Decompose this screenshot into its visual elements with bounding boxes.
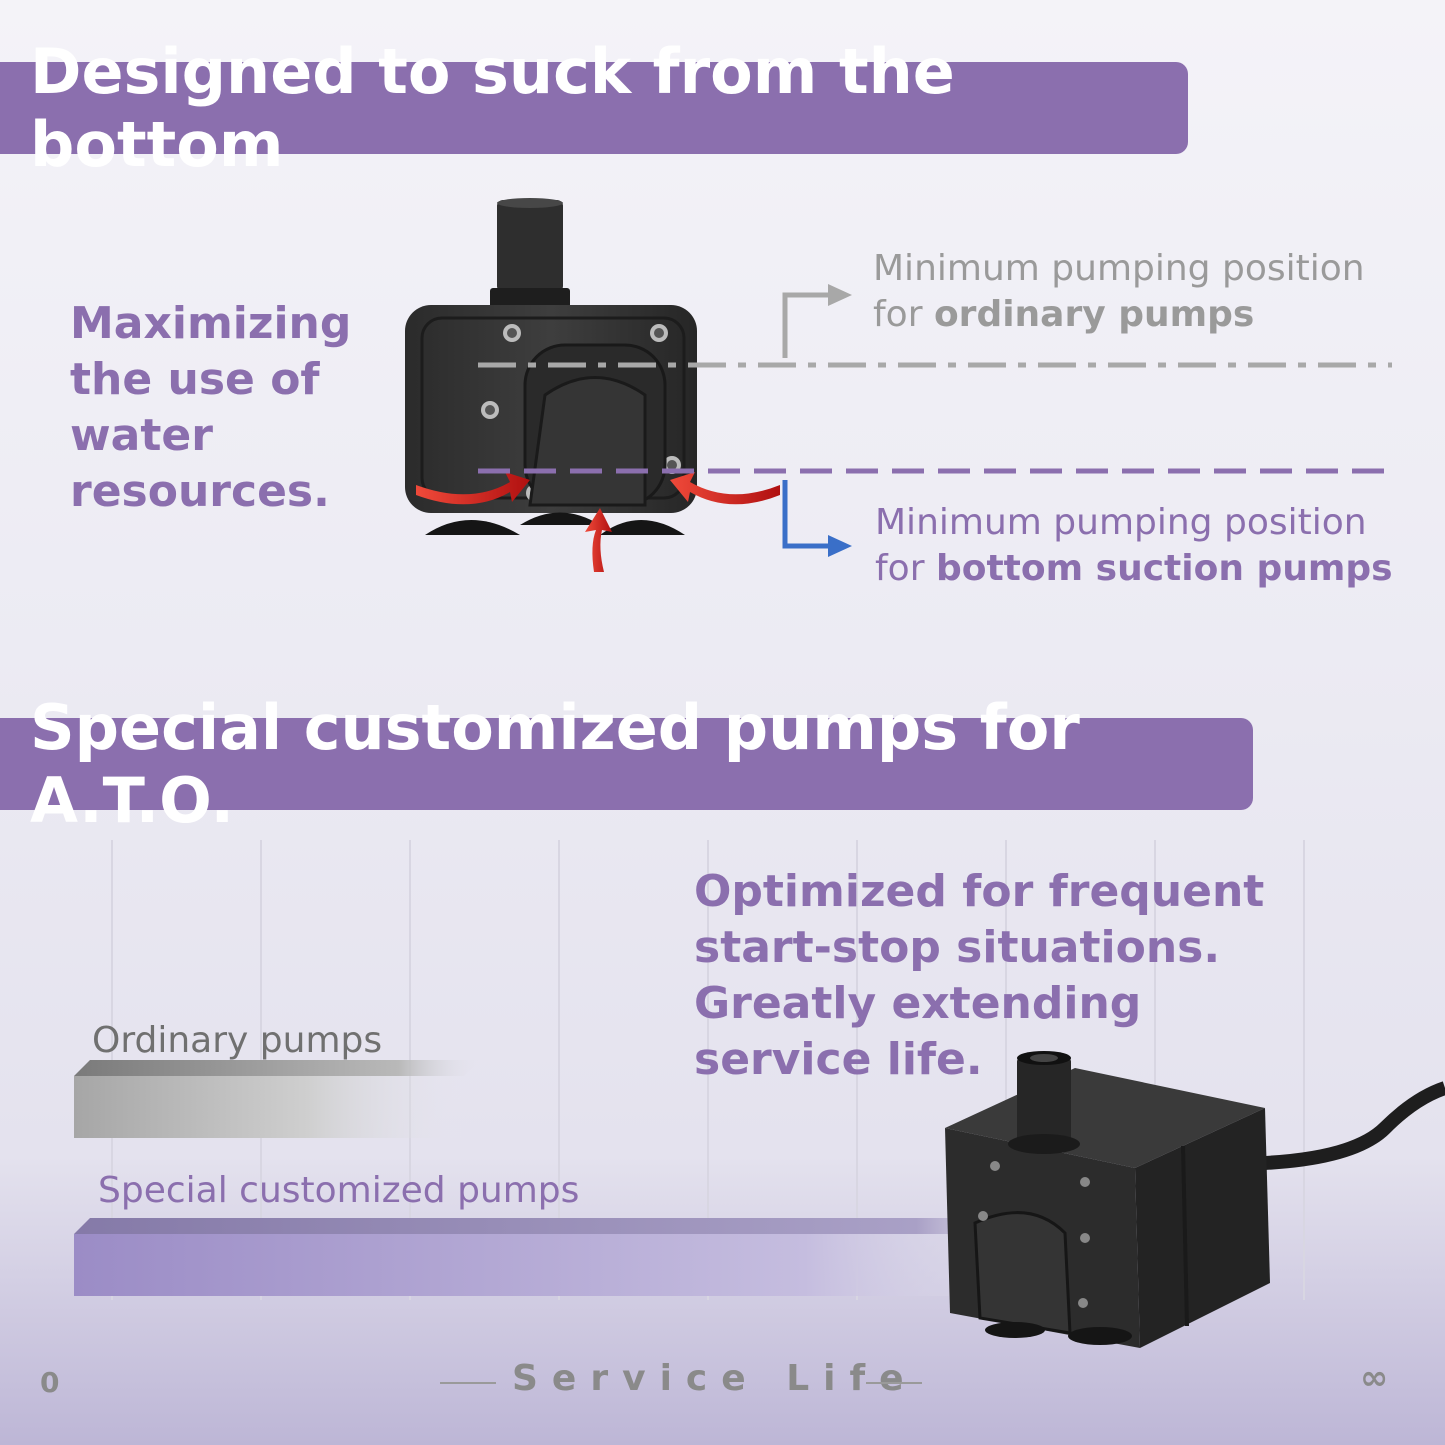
bar-top-face <box>74 1218 1065 1234</box>
bar-0 <box>74 1076 464 1138</box>
water-use-line: Maximizing <box>70 298 352 349</box>
axis-min-label: 0 <box>40 1366 60 1399</box>
optimized-line: service life. <box>694 1034 983 1085</box>
axis-title-dash-right <box>866 1382 922 1384</box>
axis-max-label: ∞ <box>1360 1358 1389 1398</box>
label-bold: ordinary pumps <box>933 294 1255 335</box>
section-title-text: Designed to suck from the bottom <box>30 35 955 181</box>
label-line: for bottom suction pumps <box>875 546 1393 592</box>
optimized-line: start-stop situations. <box>694 922 1221 973</box>
optimized-line: Optimized for frequent <box>694 866 1265 917</box>
optimized-text: Optimized for frequent start-stop situat… <box>694 864 1314 1088</box>
label-line: Minimum pumping position <box>875 502 1367 543</box>
bar-top-face <box>74 1060 480 1076</box>
label-line: Minimum pumping position <box>873 248 1365 289</box>
water-use-line: water <box>70 410 213 461</box>
water-use-line: the use of <box>70 354 320 405</box>
ordinary-pumps-label: Ordinary pumps <box>92 1020 383 1061</box>
axis-title: Service Life <box>512 1358 918 1399</box>
section-title-text: Special customized pumps for A.T.O. <box>30 691 1080 837</box>
section-title-bottom-suction: Designed to suck from the bottom <box>0 35 1188 181</box>
label-bold: bottom suction pumps <box>935 548 1393 589</box>
bottom-suction-label: Minimum pumping position for bottom suct… <box>875 500 1393 592</box>
water-use-text: Maximizing the use of water resources. <box>70 296 390 520</box>
axis-title-dash-left <box>440 1382 496 1384</box>
special-pumps-label: Special customized pumps <box>98 1170 580 1211</box>
label-prefix: for <box>873 294 934 335</box>
service-life-chart <box>74 840 1305 1300</box>
pump-3d-illustration <box>945 1051 1445 1348</box>
water-use-line: resources. <box>70 466 330 517</box>
label-prefix: for <box>875 548 936 589</box>
bar-1 <box>74 1234 1049 1296</box>
ordinary-pump-label: Minimum pumping position for ordinary pu… <box>873 246 1365 338</box>
optimized-line: Greatly extending <box>694 978 1142 1029</box>
pump-front-illustration <box>405 198 1392 572</box>
label-line: for ordinary pumps <box>873 292 1365 338</box>
section-title-ato: Special customized pumps for A.T.O. <box>0 691 1253 837</box>
